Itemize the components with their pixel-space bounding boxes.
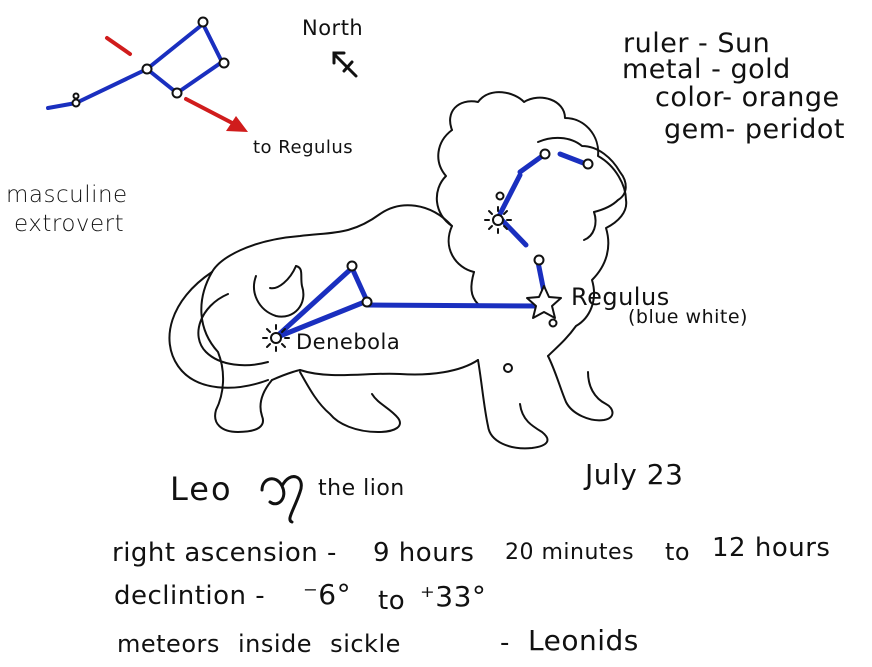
- regulus-label: Regulus: [571, 283, 670, 311]
- star: [346, 260, 358, 272]
- leo-stars: [346, 148, 594, 328]
- star: [495, 191, 505, 201]
- pointer-tail: [105, 36, 132, 56]
- ra-end: 12 hours: [712, 533, 831, 563]
- star: [582, 158, 594, 170]
- inset-star: [218, 57, 230, 69]
- dec-to: to: [378, 586, 406, 616]
- zodiac-date: July 23: [585, 458, 684, 491]
- inset-star: [141, 63, 153, 75]
- star: [548, 318, 558, 328]
- north-arrow-icon: [332, 51, 358, 78]
- inset-constellation: [46, 16, 248, 132]
- trait-masculine: masculine: [6, 182, 128, 208]
- ra-to: to: [665, 538, 691, 566]
- meteors-dash: -: [500, 628, 510, 658]
- regulus-note: (blue white): [628, 306, 748, 328]
- dec-from: ⁻6°: [303, 578, 352, 611]
- meteors-label: meteors inside sickle: [117, 630, 401, 658]
- ra-label: right ascension -: [112, 538, 337, 568]
- star: [361, 296, 373, 308]
- attribute-gem: gem- peridot: [664, 114, 845, 145]
- denebola-label: Denebola: [296, 330, 401, 354]
- algieba-star-icon: [484, 206, 512, 234]
- leo-symbol-icon: [260, 475, 303, 524]
- attribute-color: color- orange: [655, 82, 840, 113]
- ra-mid: 20 minutes: [505, 540, 635, 565]
- inset-star: [171, 87, 183, 99]
- attribute-metal: metal - gold: [622, 54, 791, 85]
- denebola-star-icon: [262, 324, 290, 352]
- dec-label: declintion -: [114, 581, 266, 611]
- ra-start: 9 hours: [373, 538, 475, 568]
- lion-outline: [168, 91, 628, 450]
- inset-star: [72, 92, 80, 100]
- inset-star: [197, 16, 209, 28]
- trait-extrovert: extrovert: [14, 211, 125, 237]
- attribute-ruler: ruler - Sun: [623, 28, 771, 59]
- regulus-star-icon: [526, 285, 562, 319]
- pointer-arrowhead: [226, 116, 248, 132]
- dec-end: ⁺33°: [420, 580, 487, 613]
- inset-pointer-label: to Regulus: [253, 137, 354, 158]
- pointer-arrow: [184, 97, 240, 128]
- star: [533, 254, 545, 266]
- constellation-subtitle: the lion: [318, 476, 405, 501]
- constellation-name: Leo: [170, 470, 233, 508]
- star: [539, 148, 551, 160]
- compass-label: North: [302, 16, 364, 40]
- meteors-name: Leonids: [528, 624, 639, 657]
- inset-star: [71, 98, 81, 108]
